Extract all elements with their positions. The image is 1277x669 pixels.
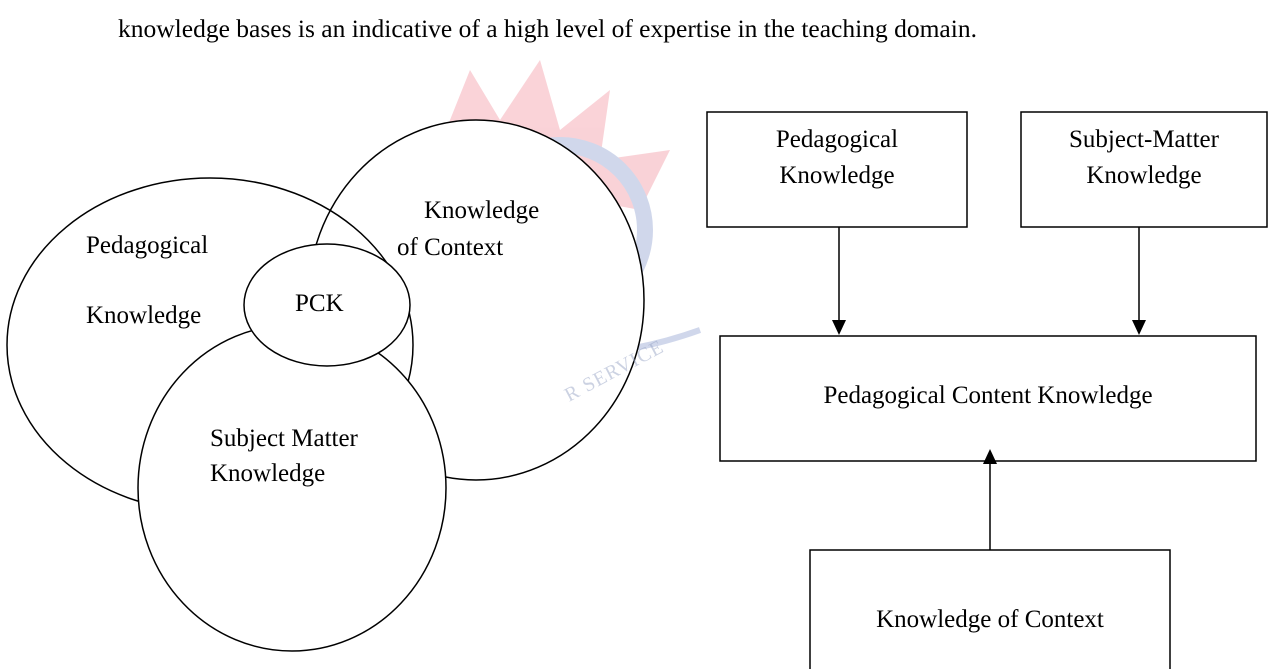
box-ctx-label: Knowledge of Context	[876, 606, 1104, 633]
box-subject-matter-knowledge	[1020, 111, 1268, 228]
venn-pedagogical-label-line2: Knowledge	[86, 302, 202, 329]
venn-pck-label: PCK	[295, 290, 344, 317]
intro-paragraph: knowledge bases is an indicative of a hi…	[118, 14, 977, 43]
venn-subject-label-line2: Knowledge	[210, 460, 326, 487]
arrow-ped-to-pck	[832, 227, 846, 335]
venn-context-label-line2: of Context	[397, 234, 504, 261]
box-smk-label-line2: Knowledge	[1086, 162, 1202, 189]
venn-pedagogical-label-line1: Pedagogical	[86, 232, 209, 259]
box-knowledge-of-context	[809, 549, 1171, 669]
venn-context-label-line1: Knowledge	[424, 197, 540, 224]
box-pck-label: Pedagogical Content Knowledge	[823, 382, 1153, 409]
venn-subject-label-line1: Subject Matter	[210, 425, 358, 452]
box-ped-label-line2: Knowledge	[779, 162, 895, 189]
arrow-smk-to-pck	[1132, 227, 1146, 335]
box-ped-label-line1: Pedagogical	[775, 126, 899, 153]
pck-circle	[243, 243, 411, 367]
box-pedagogical-knowledge	[706, 111, 968, 228]
box-smk-label-line1: Subject-Matter	[1069, 126, 1219, 153]
arrow-ctx-to-pck	[983, 449, 997, 550]
